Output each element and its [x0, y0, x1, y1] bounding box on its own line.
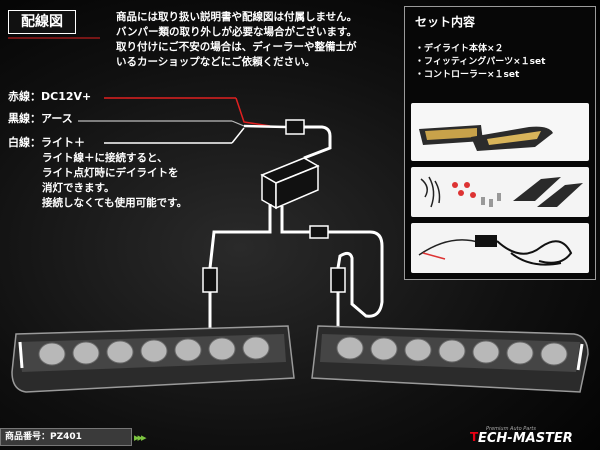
- white-wire-bend: [231, 127, 245, 144]
- set-item: ・フィッティングパーツ×１set: [415, 57, 546, 67]
- product-photo-icon: [411, 167, 589, 217]
- set-item: ・デイライト本体×２: [415, 44, 504, 54]
- controller-box-icon: [260, 157, 320, 210]
- set-title: セット内容: [415, 15, 476, 29]
- connector-icon: [285, 119, 305, 135]
- notice-line-3: 取り付けにご不安の場合は、ディーラーや整備士が: [116, 41, 357, 53]
- desc-line-4: 接続しなくても使用可能です。: [42, 197, 188, 209]
- set-item: ・コントローラー×１set: [415, 70, 520, 80]
- connector-icon: [202, 267, 218, 293]
- notice-text: 商品には取り扱い説明書や配線図は付属しません。 バンパー類の取り外しが必要な場合…: [116, 10, 408, 70]
- notice-line-4: いるカーショップなどにご依頼ください。: [116, 56, 316, 68]
- connector-icon: [330, 267, 346, 293]
- wire-right-2: [328, 230, 384, 318]
- page-title: 配線図: [8, 10, 76, 34]
- wire-bundle: [243, 124, 287, 129]
- arrow-icon: ▸▸▸: [134, 431, 147, 444]
- white-wire-label: 白線：ライト＋: [8, 136, 85, 149]
- product-photo-icon: [411, 223, 589, 273]
- black-wire-bend: [231, 120, 245, 127]
- set-item-list: ・デイライト本体×２ ・フィッティングパーツ×１set ・コントローラー×１se…: [415, 43, 545, 82]
- led-daylight-icon: [311, 325, 589, 393]
- product-photo-icon: [411, 103, 589, 161]
- led-daylight-icon: [11, 325, 295, 393]
- connector-icon: [309, 225, 329, 239]
- notice-line-2: バンパー類の取り外しが必要な場合がございます。: [116, 26, 357, 38]
- desc-line-1: ライト線＋に接続すると、: [42, 152, 168, 164]
- red-wire-bend: [235, 97, 271, 127]
- red-wire-label: 赤線：DC12V+: [8, 90, 92, 103]
- notice-line-1: 商品には取り扱い説明書や配線図は付属しません。: [116, 11, 358, 23]
- wire-to-controller: [303, 125, 332, 160]
- wire-left-1: [208, 204, 272, 269]
- wire-right-1: [280, 206, 310, 234]
- desc-line-3: 消灯できます。: [42, 182, 115, 194]
- brand-tagline: Premium Auto Parts: [486, 426, 536, 432]
- product-number: 商品番号：PZ401: [0, 428, 132, 446]
- brand-logo: ECH-MASTER: [478, 431, 573, 446]
- wire-description: ライト線＋に接続すると、 ライト点灯時にデイライトを 消灯できます。 接続しなく…: [42, 151, 187, 211]
- desc-line-2: ライト点灯時にデイライトを: [42, 167, 179, 179]
- set-contents-panel: セット内容 ・デイライト本体×２ ・フィッティングパーツ×１set ・コントロー…: [404, 6, 596, 280]
- brand-mark: T: [470, 430, 479, 444]
- black-wire-label: 黒線：アース: [8, 112, 73, 125]
